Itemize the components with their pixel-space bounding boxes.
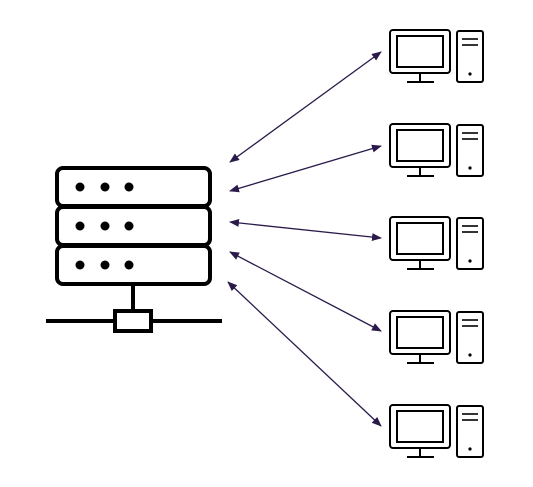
server-unit-2-led — [124, 221, 134, 231]
monitor-screen — [396, 316, 444, 349]
server-unit-3-led — [75, 260, 85, 270]
server-unit-1-led — [75, 182, 85, 192]
server-unit-1-led — [124, 182, 134, 192]
network-connector — [113, 309, 153, 333]
pc-power-button — [468, 166, 472, 170]
pc-tower — [456, 217, 484, 270]
arrow-server-client-5 — [227, 281, 382, 427]
desktop-computer-icon — [389, 29, 484, 83]
desktop-computer-icon — [389, 310, 484, 364]
arrow-server-client-1 — [229, 51, 382, 163]
pc-power-button — [468, 72, 472, 76]
pc-tower — [456, 124, 484, 177]
pc-power-button — [468, 353, 472, 357]
arrow-server-client-2 — [229, 144, 382, 193]
server-unit-2-led — [100, 221, 110, 231]
monitor-screen — [396, 222, 444, 255]
server-unit-3-led — [124, 260, 134, 270]
pc-power-button — [468, 259, 472, 263]
desktop-computer-icon — [389, 216, 484, 270]
pc-tower — [456, 30, 484, 83]
desktop-computer-icon — [389, 123, 484, 177]
server-unit-3-led — [100, 260, 110, 270]
network-bus-icon — [46, 284, 222, 333]
monitor-screen — [396, 410, 444, 443]
client-computers — [389, 29, 484, 458]
monitor-screen — [396, 129, 444, 162]
server-unit-2-led — [75, 221, 85, 231]
connection-arrows — [227, 51, 382, 427]
desktop-computer-icon — [389, 404, 484, 458]
arrow-server-client-3 — [229, 218, 382, 242]
arrow-server-client-4 — [229, 251, 382, 332]
server-unit-1-led — [100, 182, 110, 192]
pc-tower — [456, 405, 484, 458]
pc-tower — [456, 311, 484, 364]
server-rack-icon — [55, 166, 212, 286]
monitor-screen — [396, 35, 444, 68]
pc-power-button — [468, 447, 472, 451]
